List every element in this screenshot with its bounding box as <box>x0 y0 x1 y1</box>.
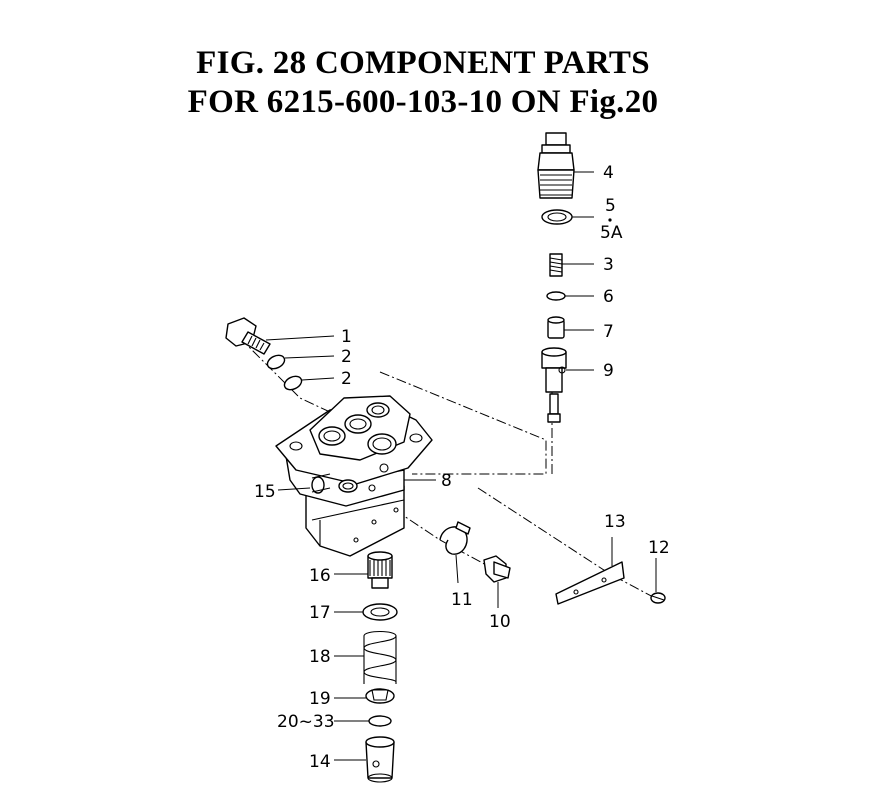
part-4-delivery-valve-holder[interactable] <box>537 132 594 199</box>
figure-title-line-1: FIG. 28 COMPONENT PARTS <box>196 45 650 81</box>
part-3-valve-spring[interactable] <box>549 253 594 277</box>
callout-8: 8 <box>441 471 452 491</box>
part-8-pump-housing[interactable] <box>275 395 436 557</box>
part-14-tappet[interactable] <box>334 736 395 783</box>
part-2-washer-lower[interactable] <box>282 374 335 392</box>
part-10-plug-bolt[interactable] <box>483 555 511 608</box>
part-19-lower-seat[interactable] <box>334 688 395 704</box>
callout-5: 5 <box>605 196 616 216</box>
part-1-banjo-bolt[interactable] <box>225 317 335 355</box>
callout-10: 10 <box>489 612 511 632</box>
callout-14: 14 <box>309 752 331 772</box>
callout-15: 15 <box>254 482 276 502</box>
callout-7: 7 <box>603 322 614 342</box>
callout-18: 18 <box>309 647 331 667</box>
callout-1: 1 <box>341 327 352 347</box>
part-17-spring-seat[interactable] <box>334 603 398 621</box>
callout-4: 4 <box>603 163 614 183</box>
part-18-plunger-spring[interactable] <box>334 630 397 685</box>
part-6-ring[interactable] <box>546 291 594 301</box>
part-9-plunger-barrel[interactable] <box>541 347 594 423</box>
callout-2-upper: 2 <box>341 347 352 367</box>
callout-3: 3 <box>603 255 614 275</box>
part-12-small-screw[interactable] <box>650 558 666 604</box>
callout-19: 19 <box>309 689 331 709</box>
callout-12: 12 <box>648 538 670 558</box>
part-7-delivery-valve[interactable] <box>547 316 594 339</box>
callout-5a: 5A <box>600 223 623 243</box>
callout-6: 6 <box>603 287 614 307</box>
part-16-control-sleeve[interactable] <box>334 551 393 589</box>
callout-11: 11 <box>451 590 473 610</box>
part-20-33-shim[interactable] <box>334 715 392 727</box>
part-11-clamp[interactable] <box>439 521 471 584</box>
part-13-plate[interactable] <box>555 537 625 605</box>
part-5-gasket[interactable] <box>541 209 612 225</box>
callout-9: 9 <box>603 361 614 381</box>
callout-13: 13 <box>604 512 626 532</box>
callout-17: 17 <box>309 603 331 623</box>
callout-2-lower: 2 <box>341 369 352 389</box>
callout-20-33: 20~33 <box>277 712 335 732</box>
figure-title-line-2: FOR 6215-600-103-10 ON Fig.20 <box>187 84 659 120</box>
part-15-screw[interactable] <box>277 473 331 494</box>
callout-labels: 1 2 2 3 4 5 5A 6 7 8 9 10 11 12 13 14 15… <box>254 163 670 772</box>
callout-16: 16 <box>309 566 331 586</box>
part-2-washer-upper[interactable] <box>265 353 335 371</box>
